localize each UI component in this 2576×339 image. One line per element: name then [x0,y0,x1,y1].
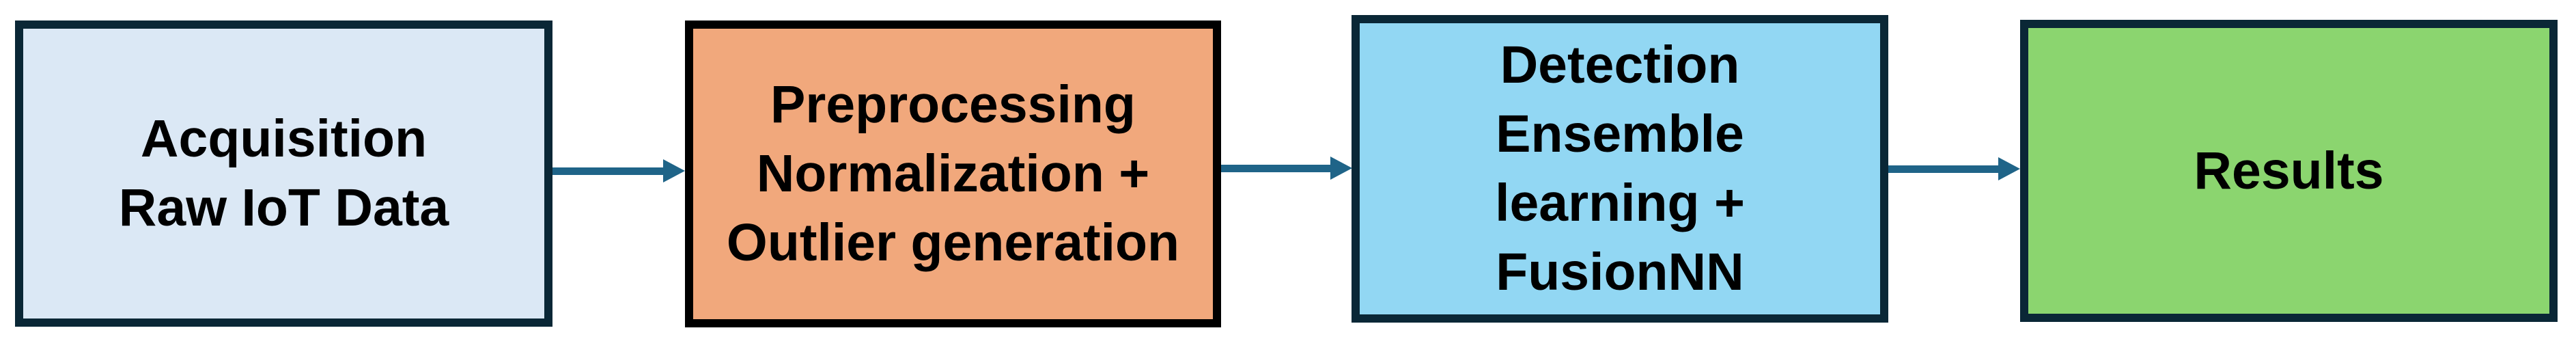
node-detection-line-4: FusionNN [1496,243,1744,301]
node-acquisition-line-2: Raw IoT Data [118,178,449,237]
arrow-shaft [552,167,666,175]
node-acquisition-line-1: Acquisition [140,109,428,168]
node-preprocessing-line-2: Normalization + [756,144,1150,203]
arrow-head-icon [1330,157,1352,180]
node-results-line-1: Results [2194,141,2384,200]
node-preprocessing-line-1: Preprocessing [770,75,1136,134]
node-detection-line-2: Ensemble [1496,105,1744,163]
flow-arrow-3 [1888,157,2020,180]
node-detection: Detection Ensemble learning + FusionNN [1352,15,1888,323]
flow-arrow-2 [1221,157,1352,180]
flow-arrow-1 [552,159,685,182]
node-detection-line-1: Detection [1500,36,1740,94]
node-preprocessing-line-3: Outlier generation [726,213,1180,272]
arrow-shaft [1888,165,2001,173]
arrow-head-icon [1998,157,2020,180]
node-results: Results [2020,20,2558,322]
node-acquisition: Acquisition Raw IoT Data [15,21,552,327]
node-detection-line-3: learning + [1495,174,1745,232]
arrow-shaft [1221,165,1333,172]
arrow-head-icon [663,159,685,182]
node-preprocessing: Preprocessing Normalization + Outlier ge… [685,21,1221,327]
